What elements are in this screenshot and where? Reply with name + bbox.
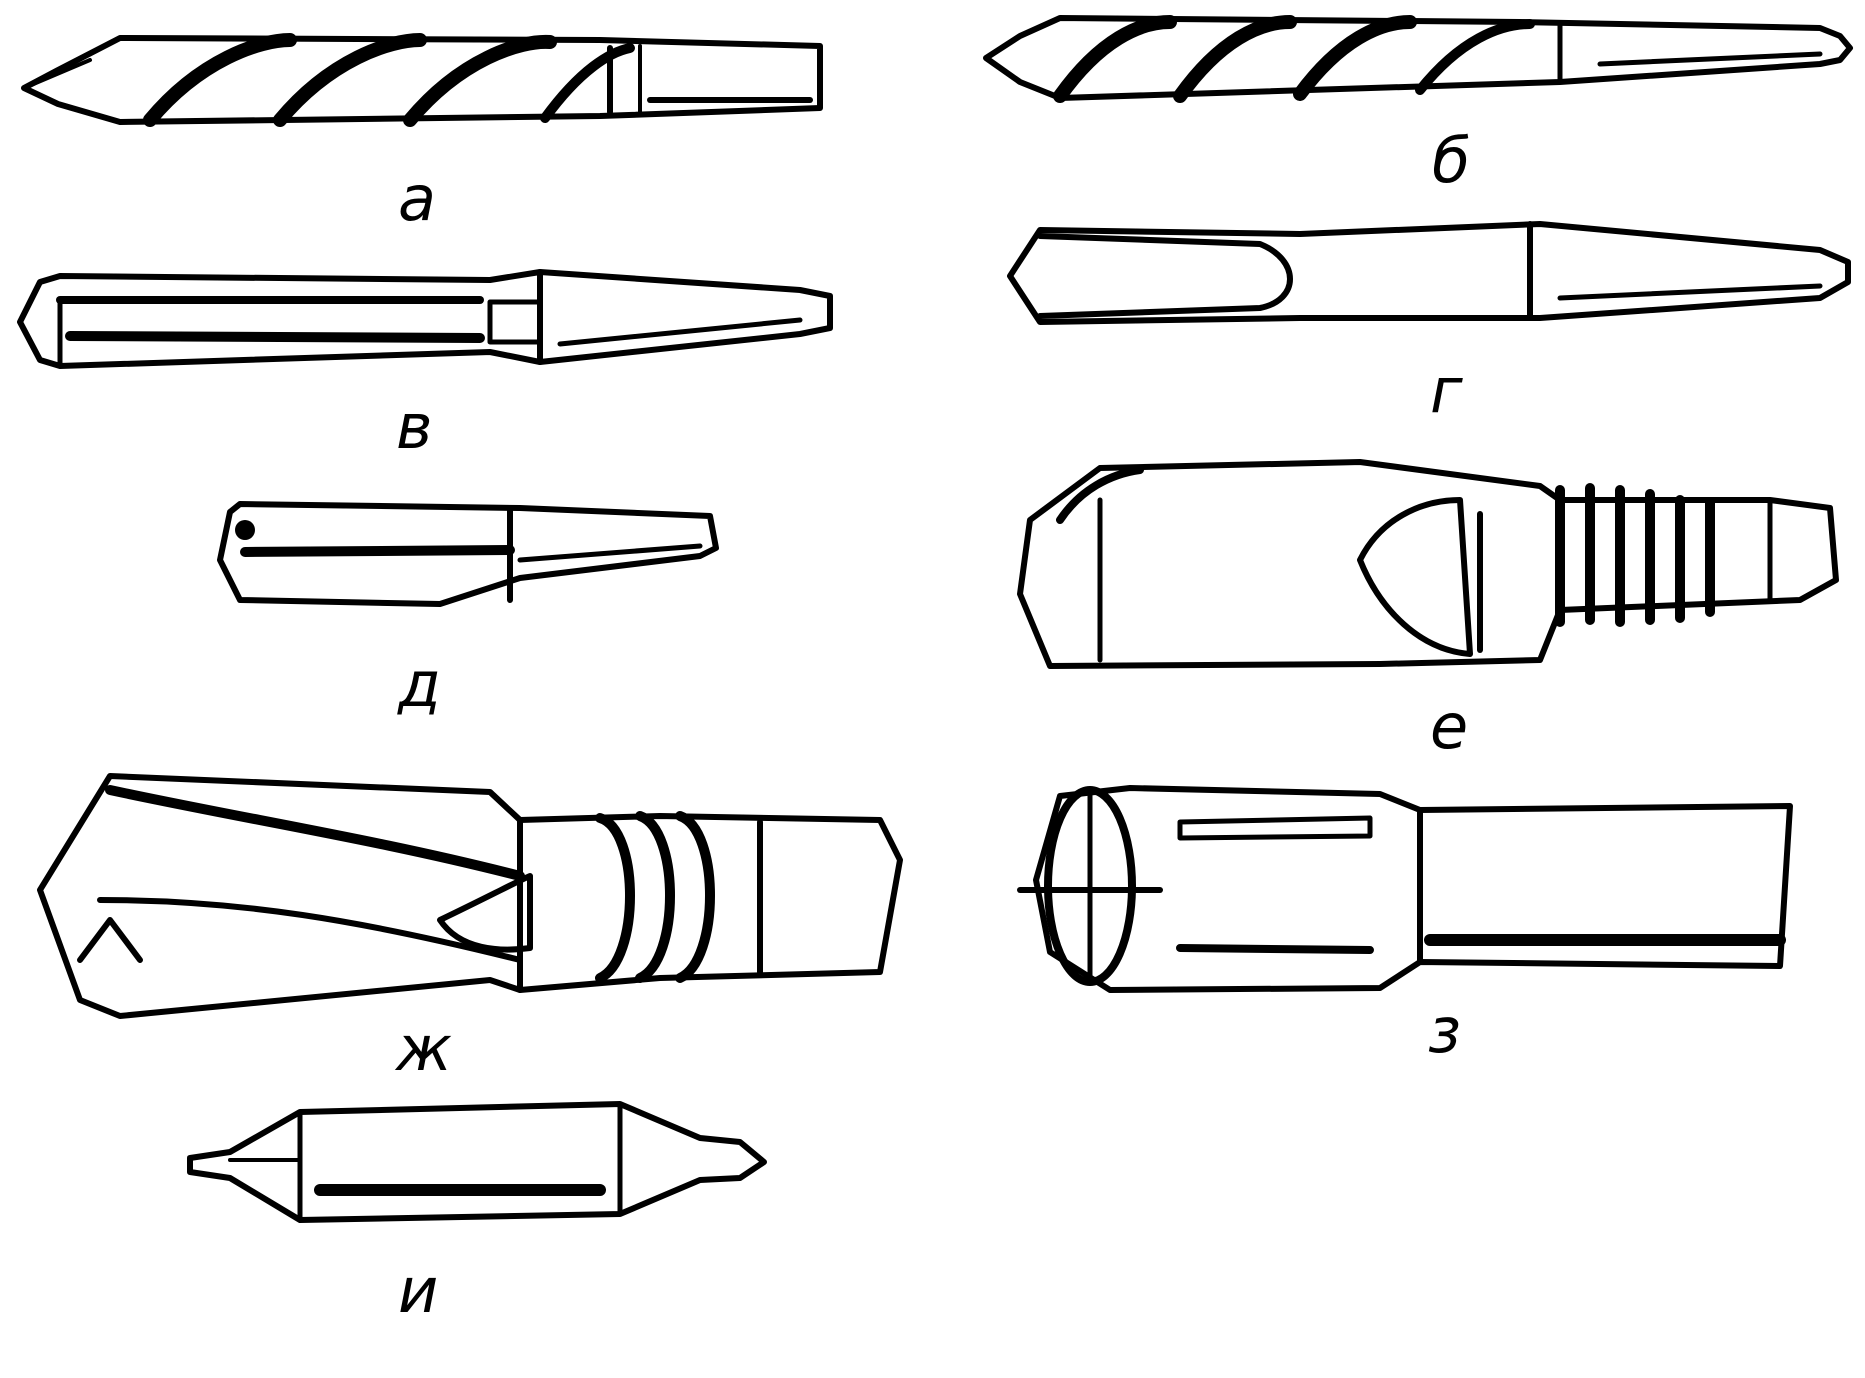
label-b: б: [1432, 124, 1470, 197]
twist-drill-straight-shank: [21, 33, 823, 127]
twist-drill-taper-shank: [983, 15, 1853, 103]
core-drill: [17, 269, 833, 369]
hollow-countersink: [1017, 785, 1793, 993]
label-zh: ж: [394, 1012, 452, 1085]
spade-drill: [1007, 221, 1851, 325]
label-i: и: [398, 1254, 438, 1327]
label-g: г: [1430, 354, 1463, 427]
center-drill: [187, 1101, 767, 1223]
label-a: а: [398, 162, 436, 235]
short-reamer: [217, 501, 719, 607]
label-d: д: [397, 648, 441, 721]
helical-counterbore: [37, 773, 903, 1019]
label-v: в: [396, 390, 433, 463]
label-z: з: [1428, 994, 1461, 1067]
counterbore-threaded: [1017, 459, 1839, 669]
label-e: е: [1430, 690, 1468, 763]
